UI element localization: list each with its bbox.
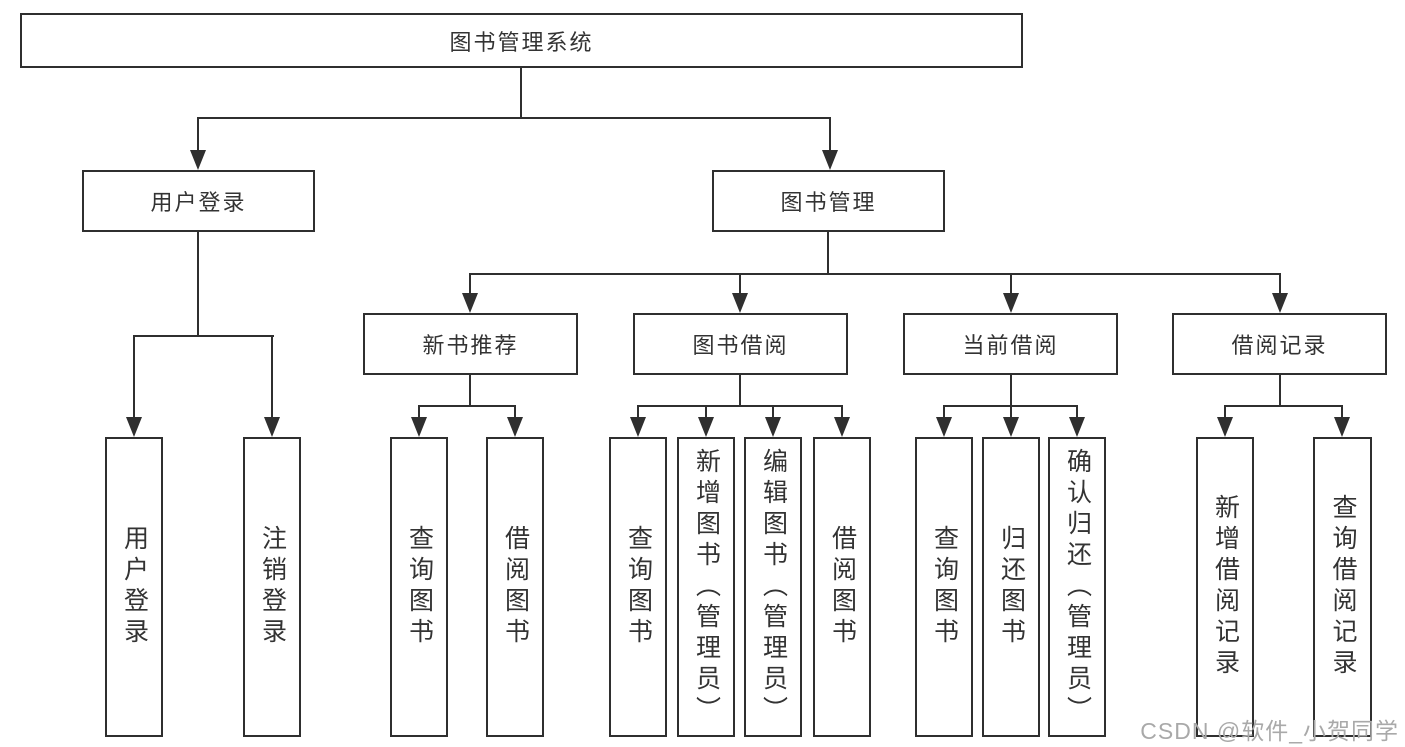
connector-line: [514, 405, 516, 421]
connector-line: [133, 335, 135, 419]
connector-line: [469, 273, 471, 295]
node-new-book-recommend: 新书推荐: [363, 313, 578, 375]
leaf-borrow-query-books: 查询图书: [609, 437, 667, 737]
arrow-down-icon: [1003, 417, 1019, 437]
connector-line: [520, 68, 522, 117]
leaf-newrec-borrow-books: 借阅图书: [486, 437, 544, 737]
connector-line: [1010, 405, 1012, 421]
arrow-down-icon: [732, 293, 748, 313]
connector-line: [197, 117, 831, 119]
connector-line: [1010, 273, 1012, 295]
arrow-down-icon: [264, 417, 280, 437]
arrow-down-icon: [1217, 417, 1233, 437]
connector-line: [1010, 375, 1012, 405]
arrow-down-icon: [1069, 417, 1085, 437]
arrow-down-icon: [765, 417, 781, 437]
arrow-down-icon: [126, 417, 142, 437]
leaf-newrec-query-books: 查询图书: [390, 437, 448, 737]
connector-line: [197, 232, 199, 335]
connector-line: [1076, 405, 1078, 421]
arrow-down-icon: [1334, 417, 1350, 437]
arrow-down-icon: [190, 150, 206, 170]
connector-line: [1341, 405, 1343, 421]
connector-line: [829, 117, 831, 153]
leaf-logout: 注销登录: [243, 437, 301, 737]
connector-line: [1224, 405, 1343, 407]
arrow-down-icon: [1272, 293, 1288, 313]
connector-line: [418, 405, 516, 407]
node-user-login: 用户登录: [82, 170, 315, 232]
arrow-down-icon: [936, 417, 952, 437]
arrow-down-icon: [630, 417, 646, 437]
node-current-borrow: 当前借阅: [903, 313, 1118, 375]
node-borrow-records: 借阅记录: [1172, 313, 1387, 375]
connector-line: [772, 405, 774, 421]
leaf-current-return-books: 归还图书: [982, 437, 1040, 737]
connector-line: [739, 375, 741, 405]
node-root: 图书管理系统: [20, 13, 1023, 68]
connector-line: [197, 117, 199, 153]
leaf-borrow-borrow-books: 借阅图书: [813, 437, 871, 737]
connector-line: [637, 405, 639, 421]
leaf-current-query-books: 查询图书: [915, 437, 973, 737]
arrow-down-icon: [411, 417, 427, 437]
arrow-down-icon: [698, 417, 714, 437]
leaf-borrow-edit-books-admin: 编辑图书（管理员）: [744, 437, 802, 737]
csdn-watermark: CSDN @软件_小贺同学: [1140, 718, 1399, 744]
leaf-current-confirm-return-admin: 确认归还（管理员）: [1048, 437, 1106, 737]
leaf-borrow-add-books-admin: 新增图书（管理员）: [677, 437, 735, 737]
connector-line: [1279, 273, 1281, 295]
leaf-records-query-record: 查询借阅记录: [1313, 437, 1372, 737]
arrow-down-icon: [1003, 293, 1019, 313]
connector-line: [827, 232, 829, 273]
connector-line: [418, 405, 420, 421]
leaf-records-add-record: 新增借阅记录: [1196, 437, 1254, 737]
arrow-down-icon: [462, 293, 478, 313]
node-book-borrow: 图书借阅: [633, 313, 848, 375]
connector-line: [133, 335, 274, 337]
arrow-down-icon: [822, 150, 838, 170]
connector-line: [637, 405, 843, 407]
arrow-down-icon: [834, 417, 850, 437]
connector-line: [943, 405, 945, 421]
node-book-management: 图书管理: [712, 170, 945, 232]
connector-line: [841, 405, 843, 421]
connector-line: [1224, 405, 1226, 421]
arrow-down-icon: [507, 417, 523, 437]
connector-line: [1279, 375, 1281, 405]
leaf-user-login: 用户登录: [105, 437, 163, 737]
connector-line: [469, 375, 471, 405]
connector-line: [271, 335, 273, 419]
connector-line: [469, 273, 1281, 275]
connector-line: [739, 273, 741, 295]
connector-line: [705, 405, 707, 421]
